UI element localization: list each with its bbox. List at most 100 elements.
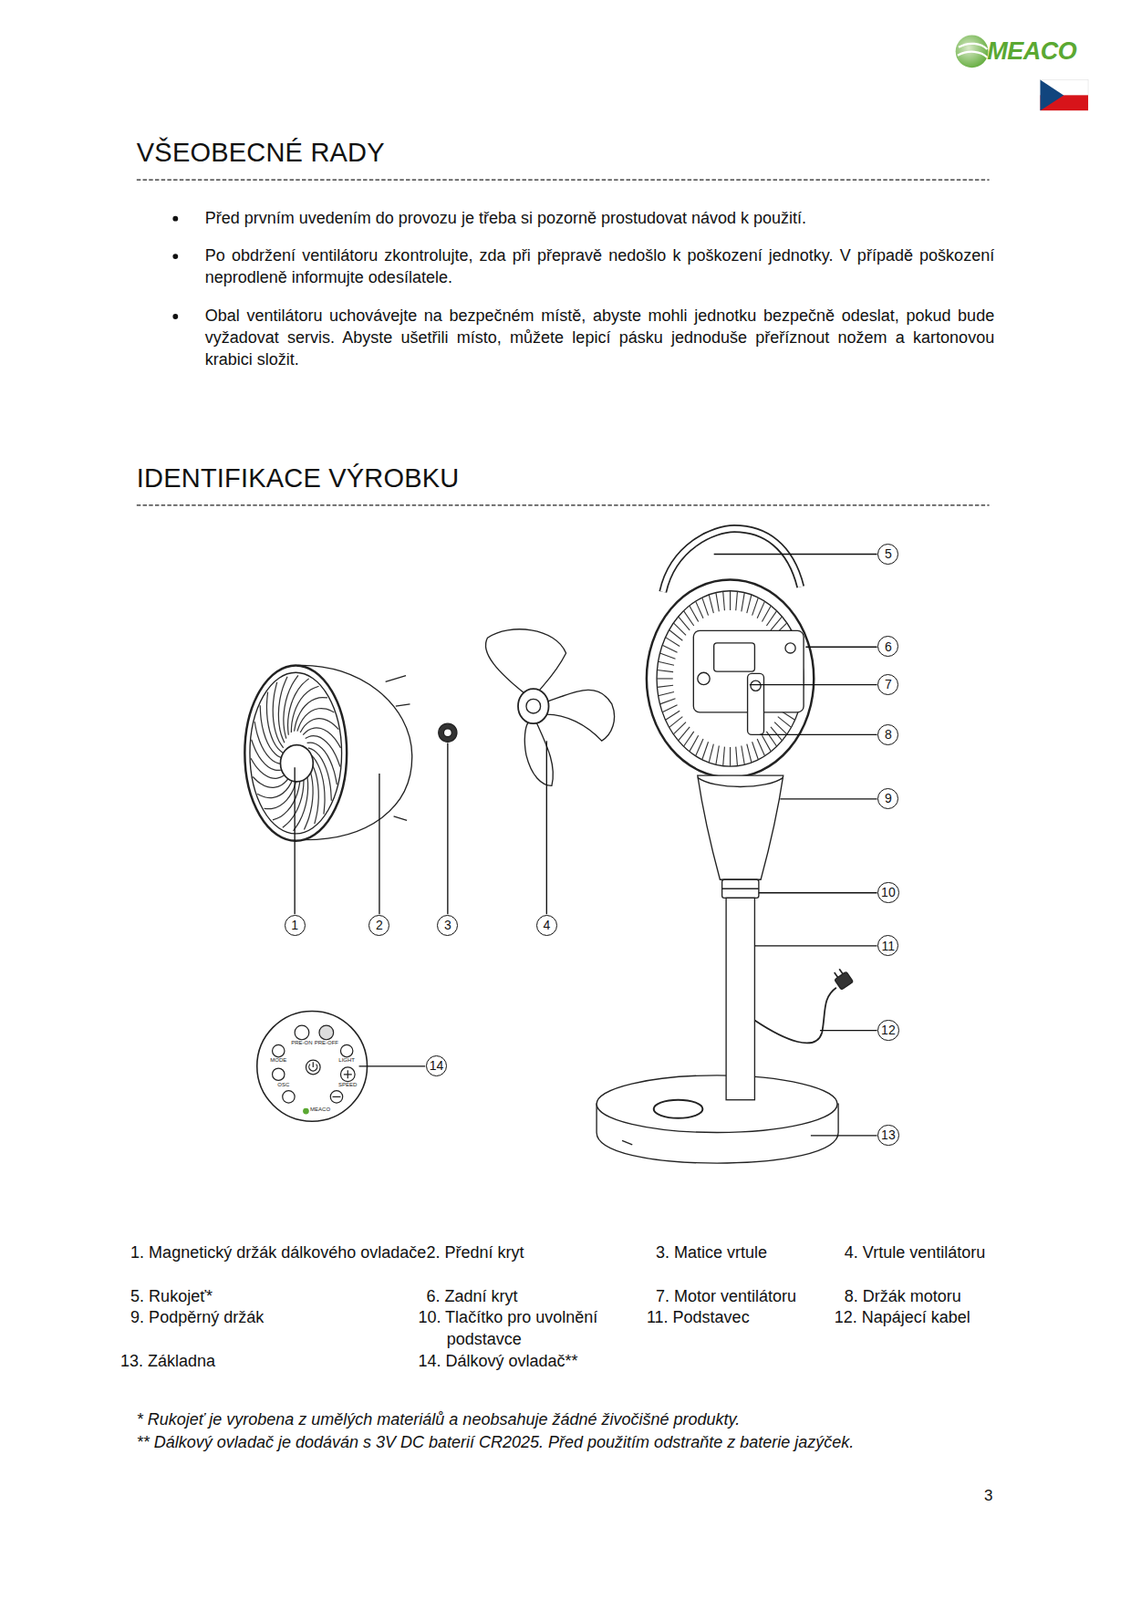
grille-fin bbox=[729, 747, 731, 767]
callout-number: 9 bbox=[884, 791, 893, 805]
remote-button bbox=[319, 1025, 334, 1040]
part-name: 9. Podpěrný držák bbox=[130, 1306, 264, 1329]
part-name: 11. Podstavec bbox=[646, 1306, 750, 1329]
callout-circle: 1 bbox=[284, 914, 306, 936]
callout-circle: 11 bbox=[877, 934, 899, 956]
grille-fin bbox=[736, 747, 738, 767]
cable bbox=[754, 987, 836, 1044]
collar-line bbox=[722, 888, 759, 890]
grille-fin bbox=[766, 611, 777, 626]
flag-blue bbox=[1039, 80, 1064, 112]
grille-fin bbox=[757, 601, 765, 619]
grille-fin bbox=[757, 738, 765, 757]
logo-mark bbox=[955, 34, 989, 68]
holder-rim bbox=[697, 777, 784, 787]
grille-fin bbox=[774, 722, 788, 735]
part-name: 1. Magnetický držák dálkového ovladače bbox=[130, 1241, 436, 1264]
grille-fin bbox=[656, 684, 674, 687]
callout-number: 14 bbox=[429, 1058, 445, 1072]
grille-fin bbox=[684, 611, 695, 626]
motor-detail bbox=[714, 643, 756, 672]
bullet-dot bbox=[172, 253, 178, 260]
grille-hub bbox=[280, 745, 313, 782]
grille-fin bbox=[741, 746, 745, 766]
remote-button bbox=[340, 1044, 353, 1057]
grille-fin bbox=[660, 698, 676, 705]
logo-swirl bbox=[957, 43, 987, 58]
grille-fin bbox=[752, 741, 759, 760]
callout-number: 6 bbox=[884, 640, 893, 654]
grille-fin bbox=[741, 592, 745, 613]
bullet-dot bbox=[172, 216, 178, 222]
grille-fin bbox=[702, 741, 709, 760]
drawing-part bbox=[839, 968, 843, 974]
motor-screw bbox=[785, 643, 796, 654]
base-light bbox=[653, 1099, 704, 1119]
leader-line bbox=[759, 734, 878, 736]
grille-fin bbox=[678, 726, 691, 741]
footnote: * Rukojeť je vyrobena z umělých materiál… bbox=[136, 1410, 740, 1431]
part-name: 5. Rukojeť* bbox=[130, 1285, 213, 1308]
callout-circle: 9 bbox=[877, 788, 899, 810]
button-label: OSC bbox=[277, 1081, 290, 1089]
minus-icon bbox=[332, 1096, 342, 1098]
part-name: 13. Základna bbox=[120, 1349, 216, 1372]
grille-fin bbox=[695, 601, 704, 619]
bullet-text: Obal ventilátoru uchovávejte na bezpečné… bbox=[205, 304, 995, 371]
part-name: 12. Napájecí kabel bbox=[834, 1306, 971, 1329]
rear-cover bbox=[646, 579, 814, 778]
grille-fin bbox=[658, 692, 675, 696]
grille-fin bbox=[662, 644, 677, 653]
callout-circle: 12 bbox=[877, 1019, 900, 1042]
grille-fin bbox=[752, 597, 759, 616]
leader-line bbox=[378, 773, 380, 914]
callout-circle: 4 bbox=[536, 914, 558, 936]
release-collar bbox=[722, 879, 759, 898]
button-label: SPEED bbox=[338, 1081, 357, 1089]
remote-logo-mark bbox=[302, 1108, 310, 1115]
grille-fin bbox=[729, 591, 731, 611]
support-holder bbox=[697, 775, 784, 880]
callout-circle: 7 bbox=[877, 674, 899, 696]
nut-hole bbox=[443, 728, 452, 737]
remote-button bbox=[272, 1068, 285, 1080]
blade bbox=[524, 722, 553, 786]
grille-fin bbox=[708, 594, 714, 613]
motor-bracket bbox=[747, 673, 765, 735]
rear-cover-inner bbox=[656, 591, 804, 767]
leader-line bbox=[446, 742, 448, 914]
base-top bbox=[596, 1075, 838, 1133]
leader-line bbox=[714, 553, 878, 555]
grille-fin bbox=[695, 738, 704, 757]
part-name: 3. Matice vrtule bbox=[655, 1241, 768, 1264]
callout-circle: 14 bbox=[425, 1055, 448, 1078]
dashed-rule bbox=[136, 179, 990, 181]
grille-fin bbox=[689, 605, 699, 623]
bullet-text: Po obdržení ventilátoru zkontrolujte, zd… bbox=[205, 244, 995, 289]
dashed-rule bbox=[136, 504, 990, 506]
grille-bar bbox=[300, 718, 339, 733]
grille-fin bbox=[761, 735, 771, 752]
part-name: 7. Motor ventilátoru bbox=[655, 1285, 797, 1308]
leader-line bbox=[779, 798, 877, 799]
grille-fin bbox=[669, 630, 684, 642]
blade bbox=[545, 689, 614, 741]
grille-fin bbox=[715, 746, 719, 766]
grille-fin bbox=[747, 594, 752, 613]
callout-circle: 6 bbox=[877, 635, 899, 657]
part-name: 8. Držák motoru bbox=[844, 1285, 962, 1308]
callout-circle: 10 bbox=[877, 881, 900, 904]
callout-number: 8 bbox=[884, 727, 893, 741]
remote-button bbox=[282, 1090, 295, 1103]
propeller-hub-inner bbox=[526, 698, 541, 714]
bullet-text: Před prvním uvedením do provozu je třeba… bbox=[205, 207, 995, 229]
callout-circle: 8 bbox=[877, 724, 899, 746]
grille-fin bbox=[658, 661, 675, 665]
cover-inner-rim bbox=[249, 672, 343, 834]
callout-number: 11 bbox=[881, 939, 896, 953]
grille-fin bbox=[770, 616, 783, 631]
grille-fin bbox=[678, 616, 691, 631]
grille-fin bbox=[766, 731, 777, 747]
callout-number: 2 bbox=[375, 918, 384, 932]
button-label: PRE-ON bbox=[290, 1039, 312, 1047]
